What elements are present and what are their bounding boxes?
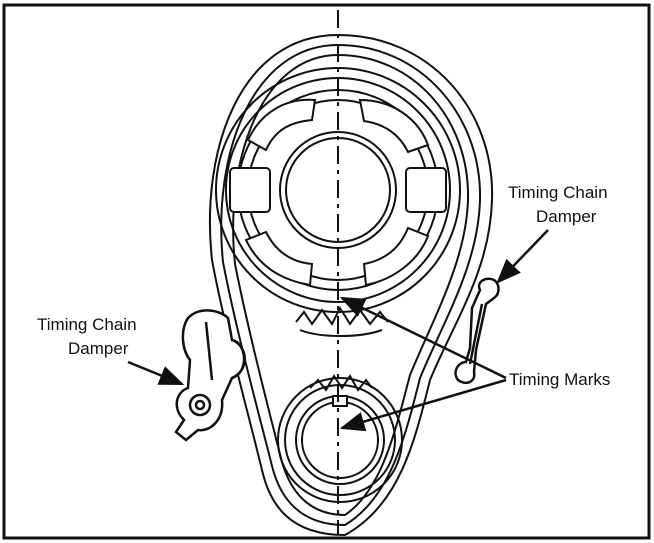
damper-left-label-line2: Damper	[68, 339, 129, 358]
border-frame	[2, 3, 651, 540]
sprocket-windows	[229, 98, 447, 287]
arrow-left-damper	[127, 360, 185, 386]
damper-left-label-line1: Timing Chain	[37, 315, 137, 334]
timing-marks-label: Timing Marks	[509, 370, 610, 389]
damper-right-label-line1: Timing Chain	[508, 183, 608, 202]
upper-sprocket-teeth	[295, 305, 389, 337]
right-damper	[454, 277, 500, 384]
leader-arrows	[127, 229, 549, 432]
arrow-timing-mark-upper	[339, 296, 507, 380]
arrow-right-damper	[496, 229, 549, 284]
crankshaft-sprocket	[277, 374, 403, 503]
chain-outline	[208, 33, 494, 537]
damper-right-label-line2: Damper	[536, 207, 597, 226]
arrow-timing-mark-lower	[339, 378, 507, 432]
left-damper	[174, 309, 246, 442]
